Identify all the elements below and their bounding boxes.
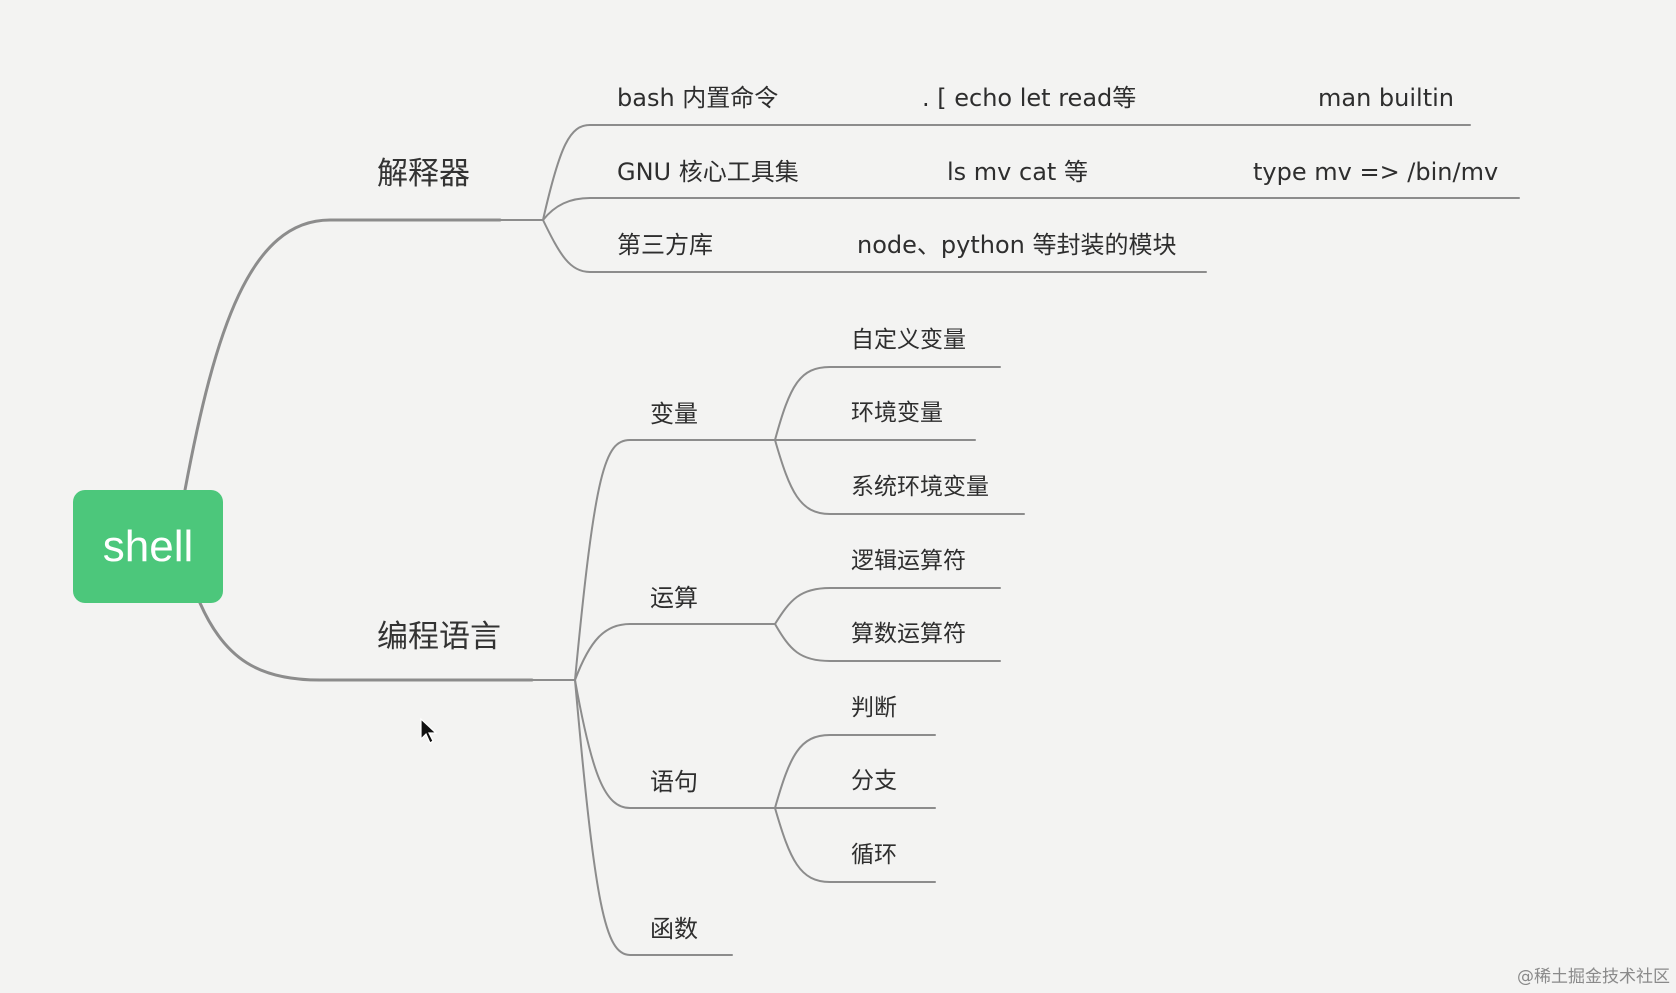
node-programming-language[interactable]: 编程语言 xyxy=(377,619,501,655)
connector-statements xyxy=(574,679,776,809)
node-custom-variable[interactable]: 自定义变量 xyxy=(851,327,966,353)
connector-gnu-coreutils xyxy=(542,197,1520,221)
node-functions[interactable]: 函数 xyxy=(650,915,698,943)
node-loop[interactable]: 循环 xyxy=(851,842,897,868)
branch-line-interpreter xyxy=(183,218,502,492)
connector-system-env-variable xyxy=(774,439,1025,515)
connector-logical-operator xyxy=(774,587,1001,625)
node-gnu-coreutils-detail: ls mv cat 等 xyxy=(947,158,1088,186)
branch-line-language xyxy=(198,601,534,682)
connector-loop xyxy=(774,807,936,883)
node-arithmetic-operator[interactable]: 算数运算符 xyxy=(851,621,966,647)
node-gnu-coreutils[interactable]: GNU 核心工具集 xyxy=(617,158,799,186)
node-interpreter[interactable]: 解释器 xyxy=(377,156,470,192)
connector-arithmetic-operator xyxy=(774,623,1001,662)
node-branch[interactable]: 分支 xyxy=(851,768,897,794)
connector-functions xyxy=(574,679,733,956)
node-system-env-variable[interactable]: 系统环境变量 xyxy=(851,474,989,500)
node-condition[interactable]: 判断 xyxy=(851,695,897,721)
node-third-party-lib[interactable]: 第三方库 xyxy=(617,231,713,259)
node-gnu-coreutils-note: type mv => /bin/mv xyxy=(1253,158,1499,186)
mouse-pointer-icon xyxy=(420,717,438,744)
connector-custom-variable xyxy=(774,366,1001,441)
connector-bash-builtin xyxy=(499,124,1471,221)
node-bash-builtin-note: man builtin xyxy=(1318,84,1454,112)
node-env-variable[interactable]: 环境变量 xyxy=(851,400,943,426)
node-statements[interactable]: 语句 xyxy=(650,768,698,796)
connector-third-party xyxy=(542,219,1207,273)
node-logical-operator[interactable]: 逻辑运算符 xyxy=(851,548,966,574)
connector-operations xyxy=(574,623,776,681)
node-operations[interactable]: 运算 xyxy=(650,584,698,612)
node-variables[interactable]: 变量 xyxy=(650,400,698,428)
node-third-party-lib-detail: node、python 等封装的模块 xyxy=(857,231,1177,259)
watermark: @稀土掘金技术社区 xyxy=(1517,967,1670,987)
connector-variables xyxy=(531,439,776,681)
connector-condition xyxy=(774,734,936,809)
root-node-shell[interactable]: shell xyxy=(73,490,223,603)
node-bash-builtin-detail: . [ echo let read等 xyxy=(922,84,1137,112)
node-bash-builtin[interactable]: bash 内置命令 xyxy=(617,84,779,112)
